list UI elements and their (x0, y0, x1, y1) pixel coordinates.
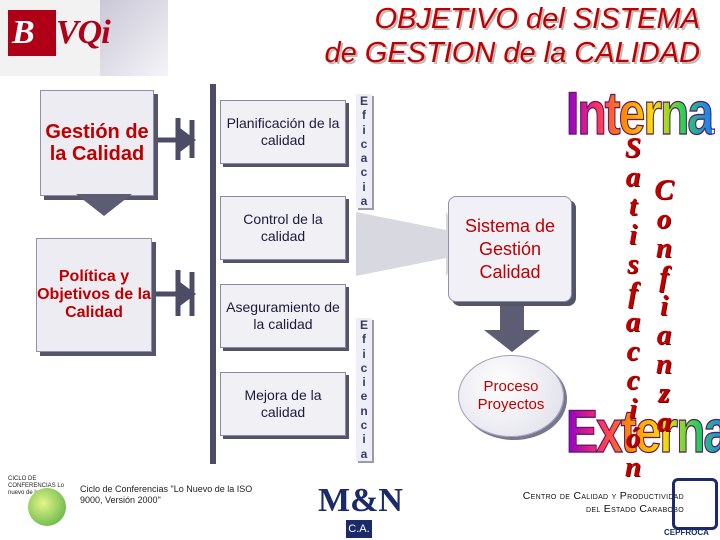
pen-illustration (100, 0, 168, 76)
satisfaccion-vertical: S a t i s f a c c i ó n (624, 132, 642, 483)
eficacia-vertical: E f i c a c i a (356, 94, 372, 209)
sistema-gestion-box: Sistema de Gestión Calidad (448, 196, 572, 302)
centro-calidad-text: Centro de Calidad y Productividad del Es… (522, 490, 684, 515)
slide-title: OBJETIVO del SISTEMA de GESTION de la CA… (324, 3, 700, 69)
eficiencia-vertical: E f i c i e n c i a (356, 318, 372, 461)
bvqi-logo-text-rest: VQi (56, 14, 111, 51)
globe-logo-icon (28, 488, 66, 526)
mn-logo: M&N (318, 482, 403, 519)
gestion-calidad-box: Gestión de la Calidad (40, 90, 154, 196)
cepfroca-text: CEPFROCA (664, 528, 709, 537)
conference-text: Ciclo de Conferencias "Lo Nuevo de la IS… (80, 484, 253, 505)
externa-wordart: Externa (565, 398, 720, 467)
cepfroca-logo-icon (672, 478, 718, 530)
politica-objetivos-box: Política y Objetivos de la Calidad (36, 238, 152, 352)
interna-wordart: Interna (565, 81, 714, 149)
confianza-vertical: C o n f i a n z a (654, 174, 674, 438)
proceso-proyectos-ellipse: Proceso Proyectos (458, 355, 564, 437)
bvqi-logo-text: B (12, 14, 35, 51)
planificacion-box: Planificación de la calidad (220, 100, 346, 164)
bvqi-logo-mark (8, 10, 56, 56)
aseguramiento-box: Aseguramiento de la calidad (220, 284, 346, 348)
mejora-box: Mejora de la calidad (220, 372, 346, 436)
control-box: Control de la calidad (220, 196, 346, 260)
down-arrow-icon (76, 194, 132, 216)
ciclo-logo-text: CICLO DE CONFERENCIAS Lo nuevo de la (8, 476, 65, 496)
mn-ca-label: C.A. (346, 520, 372, 538)
